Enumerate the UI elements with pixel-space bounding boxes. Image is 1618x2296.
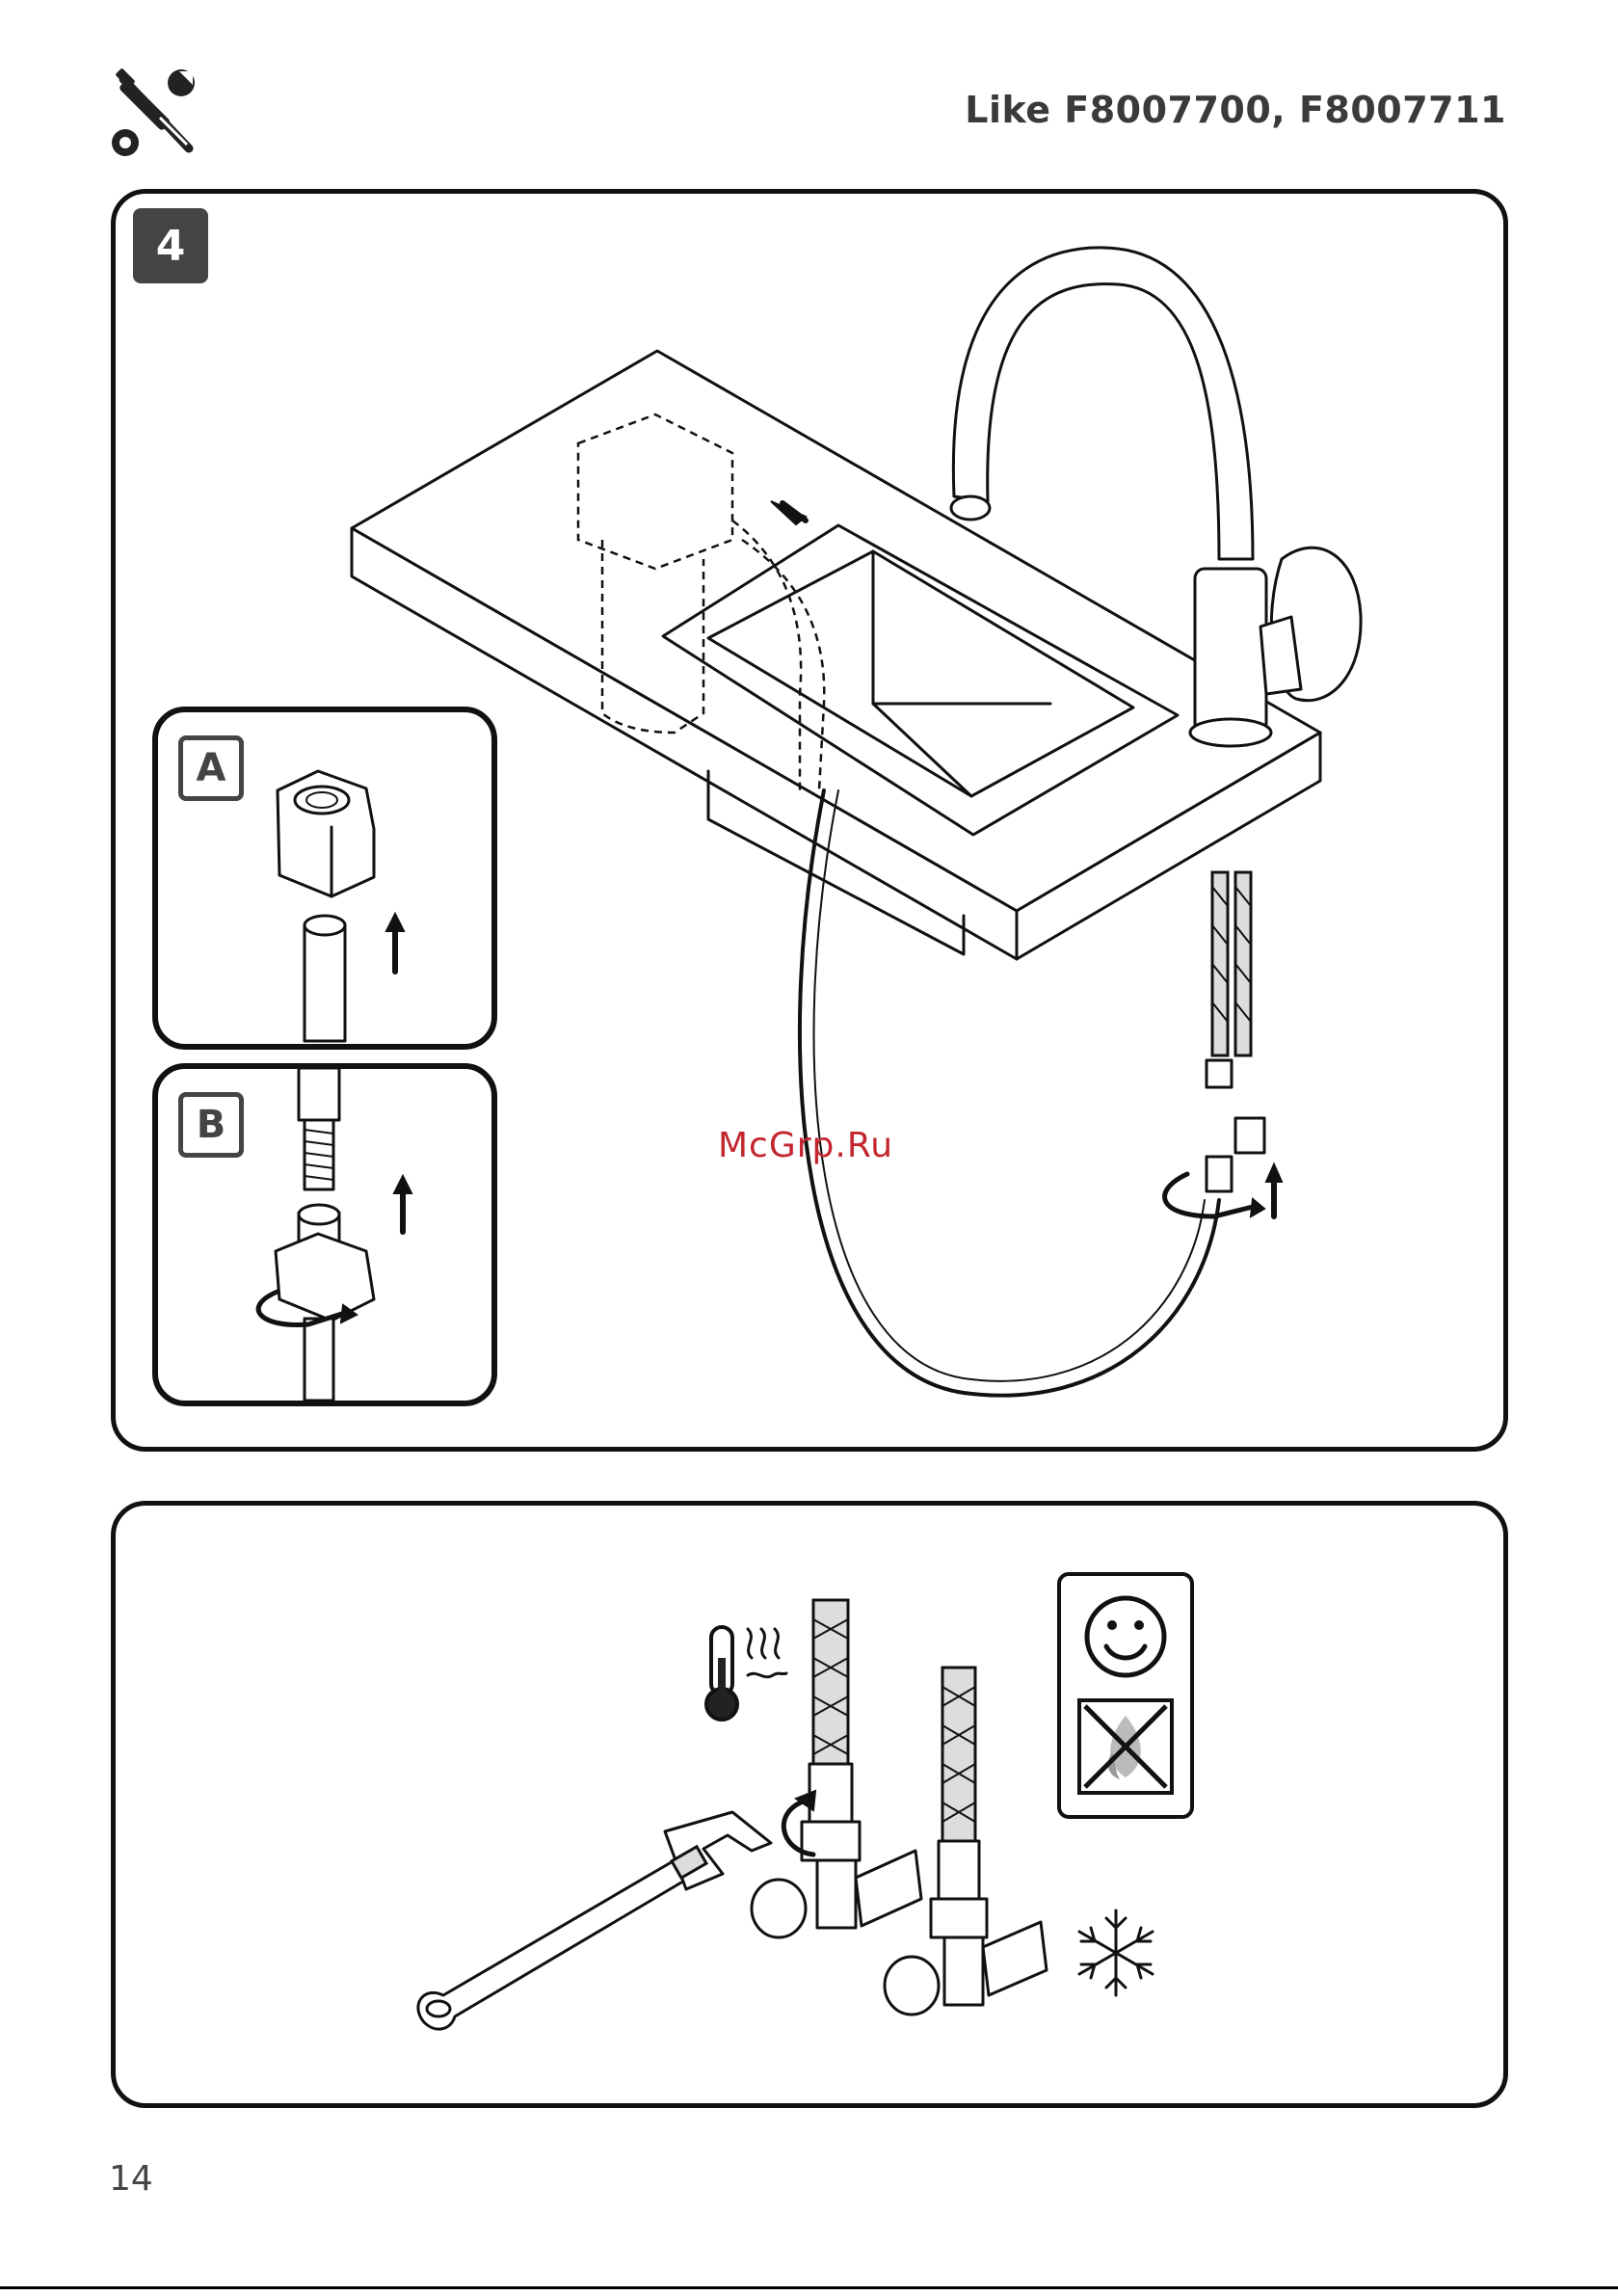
snowflake-icon (1070, 1907, 1162, 1999)
crossed-flame-icon (1079, 1700, 1172, 1793)
smiley-face-icon (1087, 1598, 1164, 1675)
page-number: 14 (109, 2159, 153, 2199)
ok-no-flame-sign (1056, 1571, 1195, 1820)
bottom-rule (0, 2286, 1618, 2289)
thermometer-heat-icon (694, 1619, 790, 1725)
